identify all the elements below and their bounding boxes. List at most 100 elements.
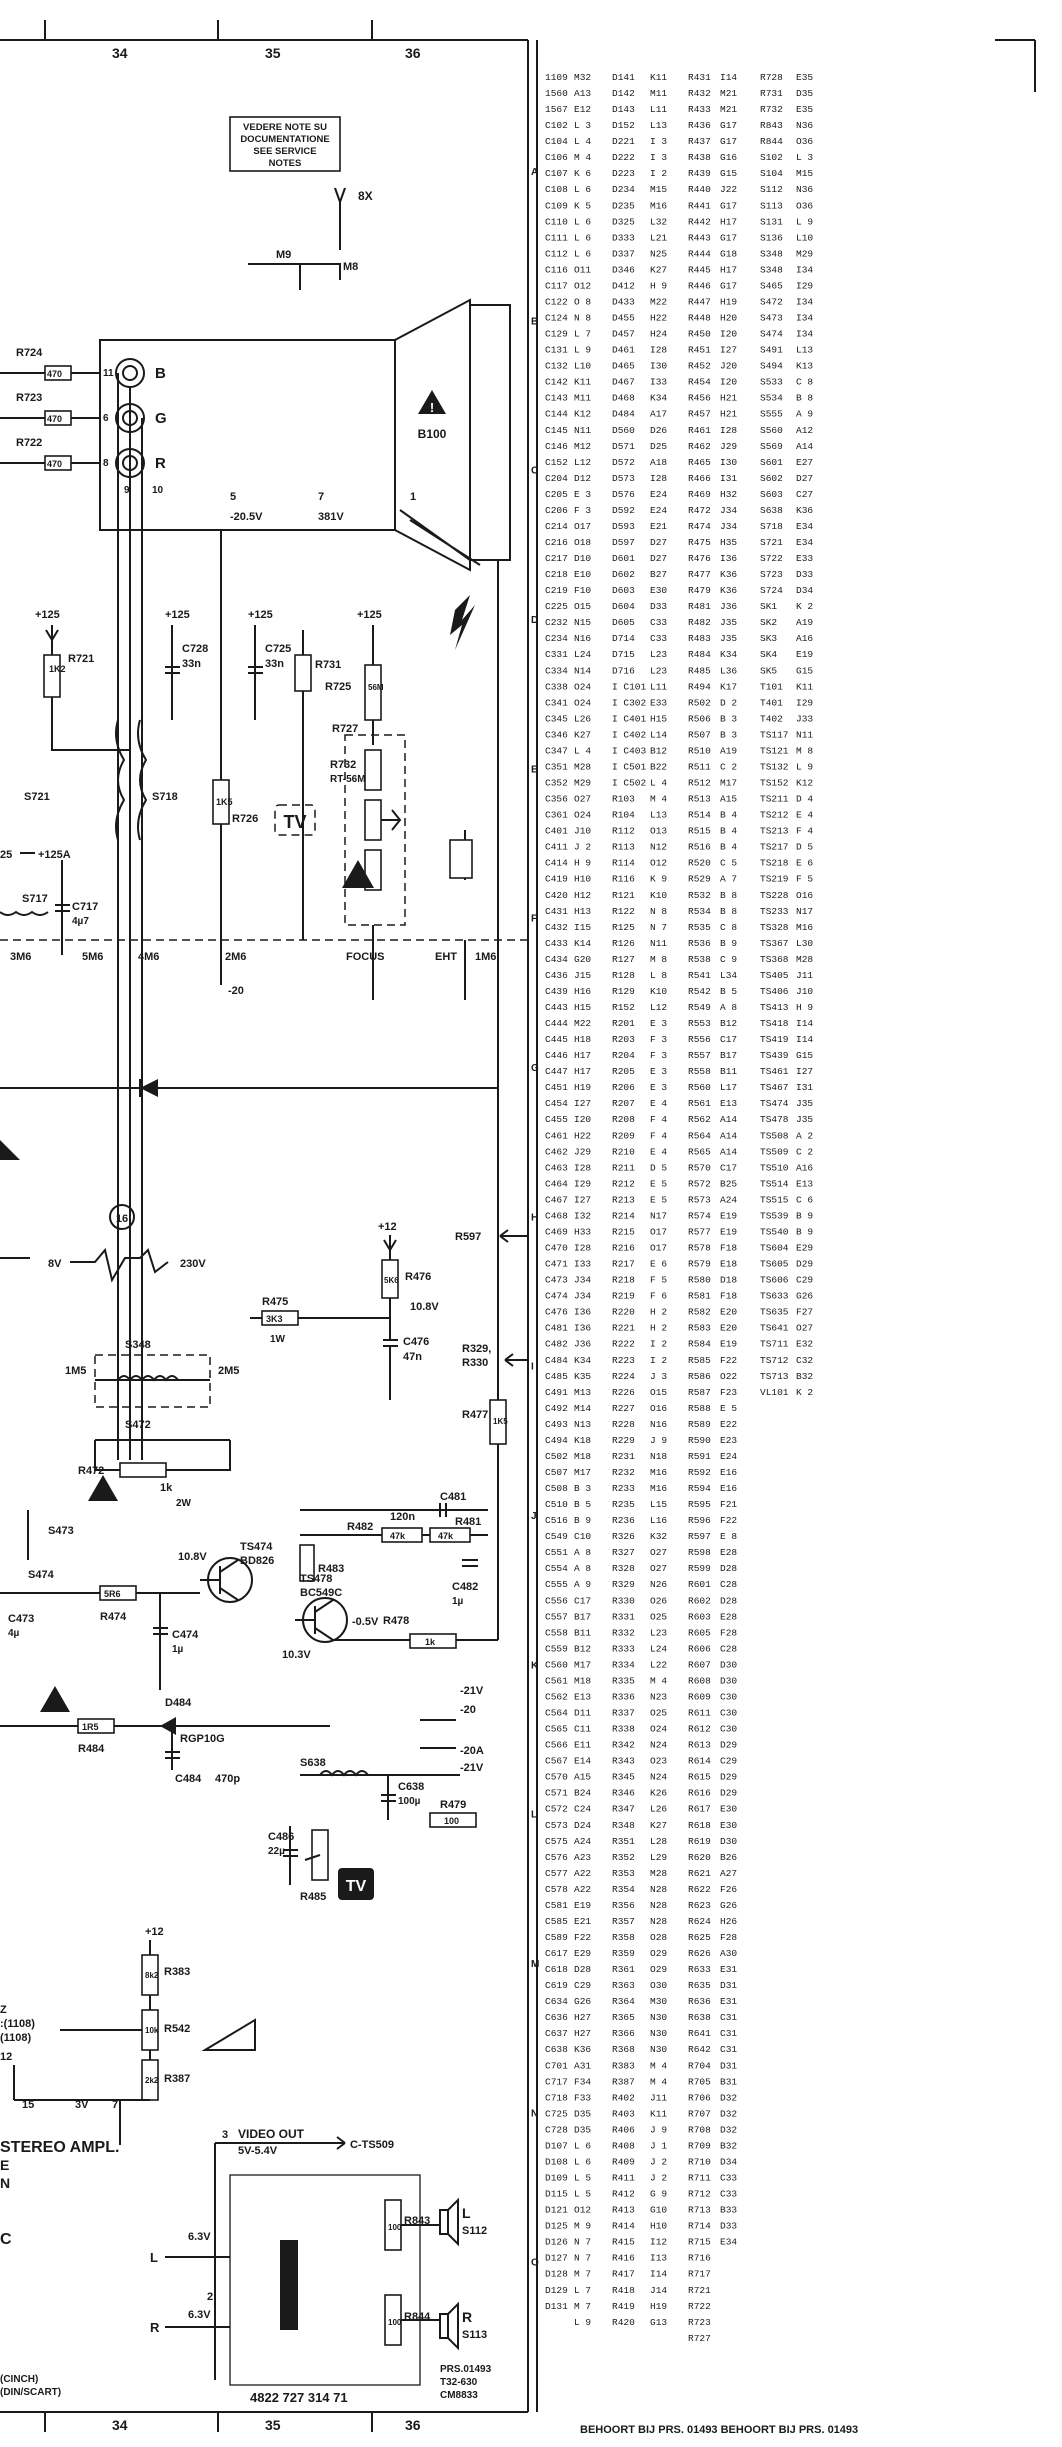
pin-two: 2 [207,2291,213,2303]
index-cell: M 8 [650,954,667,965]
index-cell: D412 [612,280,635,291]
c728-val: 33n [182,658,201,670]
index-cell: L34 [720,970,737,981]
index-cell: C225 [545,601,568,612]
index-cell: TS641 [760,1323,789,1334]
r732-ref: R732 [330,759,356,771]
index-cell: F22 [574,1932,591,1943]
index-cell: D28 [720,1563,737,1574]
index-cell: L13 [796,345,813,356]
index-cell: R549 [688,1002,711,1013]
index-cell: R641 [688,2028,711,2039]
c473-val: 4µ [8,1628,20,1639]
index-cell: G18 [720,248,737,259]
index-cell: R440 [688,184,711,195]
index-cell: D484 [612,409,635,420]
label-2m5: 2M5 [218,1365,239,1377]
label-108v-b: 10.8V [178,1551,207,1563]
index-cell: TS152 [760,778,789,789]
pin-8: 8 [103,458,109,469]
r724-val: 470 [47,369,62,379]
index-cell: R220 [612,1307,635,1318]
index-cell: G26 [574,1996,591,2007]
speaker-r-icon [439,2301,459,2351]
index-cell: R227 [612,1403,635,1414]
index-cell: N30 [650,2012,667,2023]
index-cell: R418 [612,2285,635,2296]
index-cell: C462 [545,1146,568,1157]
index-cell: L 5 [574,2173,591,2184]
diode-icon [140,1079,158,1097]
index-cell: R507 [688,729,711,740]
index-cell: C419 [545,874,568,885]
index-cell: A19 [796,617,813,628]
index-cell: R541 [688,970,711,981]
index-cell: R558 [688,1066,711,1077]
index-cell: R387 [612,2076,635,2087]
prs-1: PRS.01493 [440,2364,492,2375]
index-cell: R609 [688,1691,711,1702]
index-cell: H 9 [796,1002,813,1013]
index-cell: L 9 [796,216,813,227]
input-l-volt: 6.3V [188,2231,211,2243]
index-cell: R420 [612,2317,635,2328]
index-cell: E30 [650,585,667,596]
index-cell: TS213 [760,826,789,837]
index-cell: B 4 [720,826,737,837]
index-cell: R432 [688,88,711,99]
index-cell: D234 [612,184,635,195]
index-cell: F28 [720,1932,737,1943]
index-cell: C 8 [796,377,813,388]
index-cell: D222 [612,152,635,163]
pin-11: 11 [103,368,114,379]
g1-voltage: 381V [318,511,344,523]
index-cell: R621 [688,1868,711,1879]
index-cell: TS539 [760,1210,789,1221]
index-cell: D 4 [796,794,813,805]
index-cell: R224 [612,1371,635,1382]
index-cell: E 5 [720,1403,737,1414]
index-cell: C589 [545,1932,568,1943]
index-cell: R335 [612,1675,635,1686]
index-cell: R209 [612,1130,635,1141]
index-cell: D457 [612,329,635,340]
index-cell: B 4 [720,810,737,821]
index-cell: TS117 [760,729,789,740]
index-cell: C28 [720,1579,737,1590]
index-cell: L32 [650,216,667,227]
index-cell: R602 [688,1595,711,1606]
index-cell: R622 [688,1884,711,1895]
index-cell: K27 [650,1820,667,1831]
index-cell: B 5 [720,986,737,997]
supply-125a: +125A [38,849,71,861]
c638-body [381,1775,396,1820]
index-cell: C33 [650,633,667,644]
index-cell: O36 [796,200,813,211]
index-cell: D29 [720,1788,737,1799]
index-cell: L36 [720,665,737,676]
index-cell: A15 [720,794,737,805]
index-cell: C467 [545,1194,568,1205]
index-cell: B 8 [796,393,813,404]
index-cell: F34 [574,2076,591,2087]
supply-12-mid: +12 [145,1926,164,1938]
index-cell: L 9 [574,2317,591,2328]
index-cell: C33 [720,2173,737,2184]
index-cell: C493 [545,1419,568,1430]
index-cell: M11 [574,393,591,404]
index-cell: R414 [612,2221,635,2232]
index-cell: J 1 [650,2140,667,2151]
index-cell: F28 [720,1627,737,1638]
label-z: Z [0,2004,7,2016]
r474-ref: R474 [100,1611,127,1623]
s348-box [94,1354,211,1408]
index-cell: D108 [545,2156,568,2167]
index-cell: C562 [545,1691,568,1702]
index-cell: M30 [650,1996,667,2007]
index-cell: I C401 [612,713,647,724]
index-cell: G15 [720,168,737,179]
index-cell: C352 [545,778,568,789]
index-cell: I34 [796,264,813,275]
index-cell: B 9 [796,1210,813,1221]
index-cell: R727 [688,2333,711,2344]
